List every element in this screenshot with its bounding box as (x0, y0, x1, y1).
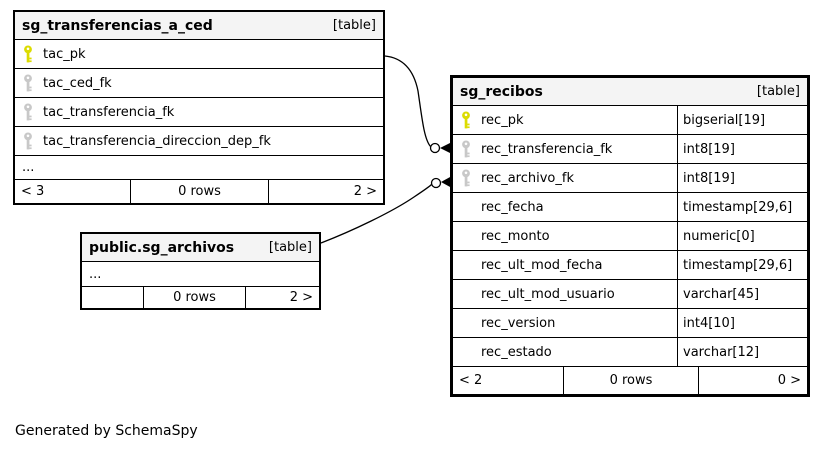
column-name: rec_monto (481, 228, 550, 244)
table-footer: 0 rows 2 > (82, 286, 319, 308)
column-type: int4[10] (683, 315, 735, 331)
column-name: rec_estado (481, 344, 552, 360)
table-sg-transferencias-a-ced: sg_transferencias_a_ced [table] tac_pk t… (13, 10, 385, 205)
column-name: rec_ult_mod_fecha (481, 257, 603, 273)
footer-children-count: < 3 (21, 184, 45, 199)
column-name: rec_archivo_fk (481, 170, 574, 186)
footer-children-count (82, 287, 143, 308)
foreign-key-icon (22, 132, 34, 150)
column-name: tac_ced_fk (43, 75, 112, 91)
nullable-endpoint-circle (429, 142, 441, 154)
nullable-endpoint-circle (430, 177, 442, 189)
column-row-rec-ult-mod-fecha: rec_ult_mod_fecha timestamp[29,6] (453, 250, 807, 279)
table-type-badge: [table] (756, 84, 800, 99)
table-footer: < 2 0 rows 0 > (453, 366, 807, 394)
footer-row-count: 0 rows (130, 180, 268, 203)
column-type: varchar[12] (683, 344, 760, 360)
table-sg-recibos: sg_recibos [table] rec_pk bigserial[19] … (450, 75, 810, 397)
column-row-rec-ult-mod-usuario: rec_ult_mod_usuario varchar[45] (453, 279, 807, 308)
footer-row-count: 0 rows (563, 367, 698, 394)
footer-children-count: < 2 (459, 373, 483, 388)
column-name: tac_pk (43, 46, 86, 62)
column-type: varchar[45] (683, 286, 760, 302)
column-row-rec-pk: rec_pk bigserial[19] (453, 105, 807, 134)
table-title[interactable]: public.sg_archivos (89, 239, 235, 256)
primary-key-icon (460, 111, 472, 129)
column-row-tac-pk: tac_pk (15, 39, 383, 68)
column-type: numeric[0] (683, 228, 755, 244)
footer-parents-count: 2 > (268, 180, 383, 203)
column-row-rec-fecha: rec_fecha timestamp[29,6] (453, 192, 807, 221)
foreign-key-icon (22, 103, 34, 121)
column-name: rec_pk (481, 112, 524, 128)
column-name: rec_version (481, 315, 556, 331)
no-key-spacer (460, 314, 472, 332)
column-type: int8[19] (683, 170, 735, 186)
column-name: rec_transferencia_fk (481, 141, 613, 157)
no-key-spacer (460, 198, 472, 216)
column-type: timestamp[29,6] (683, 257, 793, 273)
no-key-spacer (460, 227, 472, 245)
no-key-spacer (460, 343, 472, 361)
column-row-tac-ced-fk: tac_ced_fk (15, 68, 383, 97)
column-name: rec_ult_mod_usuario (481, 286, 615, 302)
column-type: bigserial[19] (683, 112, 766, 128)
more-columns-ellipsis: ... (15, 155, 383, 179)
footer-row-count: 0 rows (143, 287, 245, 308)
foreign-key-icon (460, 169, 472, 187)
table-header[interactable]: sg_transferencias_a_ced [table] (15, 12, 383, 39)
foreign-key-icon (22, 74, 34, 92)
column-row-tac-transferencia-direccion-dep-fk: tac_transferencia_direccion_dep_fk (15, 126, 383, 155)
column-row-rec-estado: rec_estado varchar[12] (453, 337, 807, 366)
column-type: timestamp[29,6] (683, 199, 793, 215)
table-footer: < 3 0 rows 2 > (15, 179, 383, 203)
table-header[interactable]: public.sg_archivos [table] (82, 234, 319, 261)
column-name: tac_transferencia_direccion_dep_fk (43, 133, 271, 149)
table-type-badge: [table] (332, 18, 376, 33)
table-title[interactable]: sg_transferencias_a_ced (22, 17, 213, 34)
column-row-rec-monto: rec_monto numeric[0] (453, 221, 807, 250)
footer-parents-count: 2 > (245, 287, 319, 308)
no-key-spacer (460, 285, 472, 303)
table-public-sg-archivos: public.sg_archivos [table] ... 0 rows 2 … (80, 232, 321, 310)
foreign-key-icon (460, 140, 472, 158)
table-type-badge: [table] (268, 240, 312, 255)
column-name: rec_fecha (481, 199, 544, 215)
no-key-spacer (460, 256, 472, 274)
primary-key-icon (22, 45, 34, 63)
column-row-rec-transferencia-fk: rec_transferencia_fk int8[19] (453, 134, 807, 163)
generated-by-note: Generated by SchemaSpy (15, 423, 198, 439)
table-title[interactable]: sg_recibos (460, 83, 543, 100)
table-header[interactable]: sg_recibos [table] (453, 78, 807, 105)
column-name: tac_transferencia_fk (43, 104, 175, 120)
column-type: int8[19] (683, 141, 735, 157)
column-row-rec-archivo-fk: rec_archivo_fk int8[19] (453, 163, 807, 192)
column-row-tac-transferencia-fk: tac_transferencia_fk (15, 97, 383, 126)
column-row-rec-version: rec_version int4[10] (453, 308, 807, 337)
more-columns-ellipsis: ... (82, 261, 319, 286)
fk-line-tac-pk-to-rec-transferencia-fk (384, 55, 432, 147)
footer-parents-count: 0 > (698, 367, 807, 394)
